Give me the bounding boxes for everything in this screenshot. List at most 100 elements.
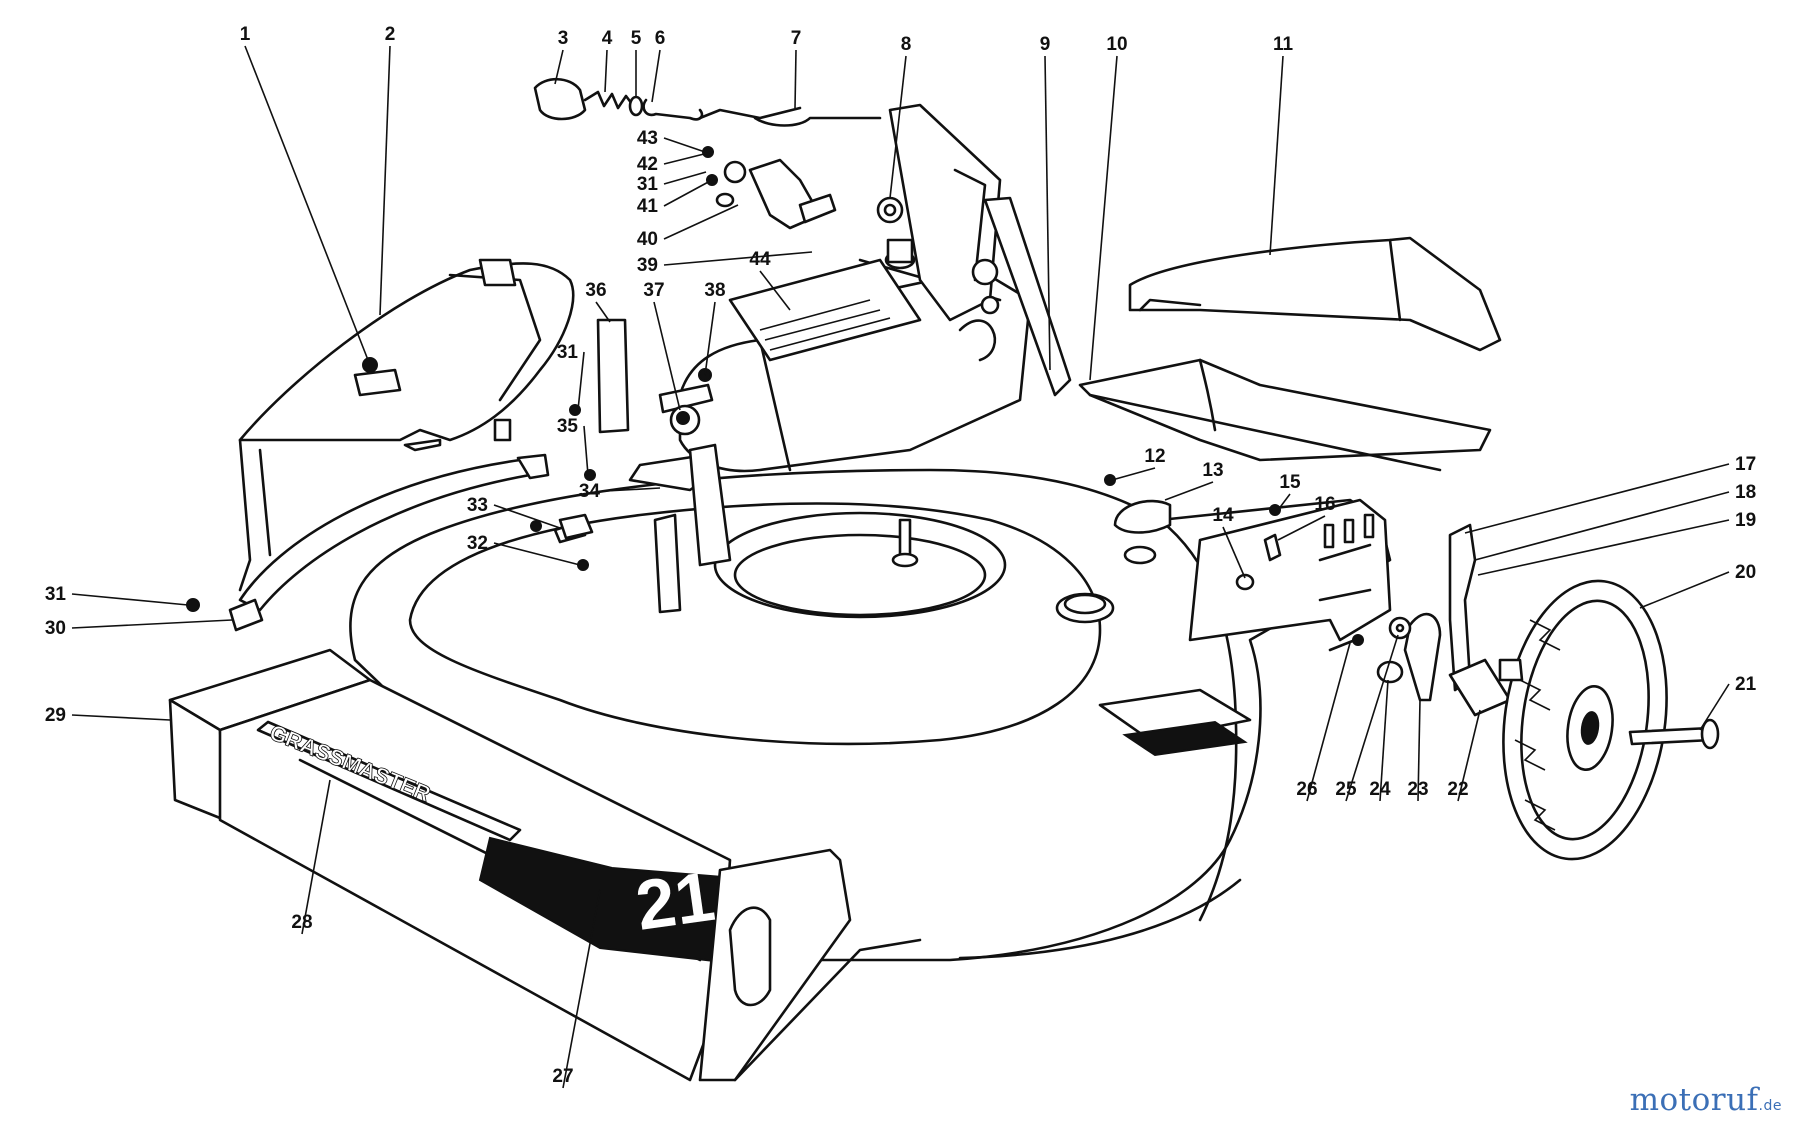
callout-4: 4 [602, 28, 613, 49]
callout-18: 18 [1735, 482, 1756, 503]
callout-24: 24 [1369, 779, 1391, 800]
callout-5: 5 [631, 28, 642, 49]
callout-41: 41 [637, 196, 659, 217]
leader-line-16 [1277, 515, 1326, 541]
leader-line-37 [653, 301, 681, 411]
callout-16: 16 [1314, 494, 1335, 515]
callout-35: 35 [557, 416, 579, 437]
leader-line-41 [663, 179, 713, 207]
rear-flap [1078, 358, 1492, 472]
leader-line-40 [663, 204, 739, 240]
leader-line-15 [1277, 493, 1291, 511]
front-wheel-bracket [698, 848, 922, 1082]
leader-line-23 [1417, 699, 1421, 802]
leader-line-11 [1269, 55, 1284, 256]
leader-line-32 [493, 542, 581, 566]
leader-line-42 [663, 151, 713, 165]
callout-33: 33 [467, 495, 488, 516]
callout-28: 28 [291, 912, 312, 933]
wheel-assembly [1328, 523, 1720, 861]
callout-44: 44 [749, 249, 771, 270]
callout-12: 12 [1144, 446, 1165, 467]
callout-31-2: 31 [557, 342, 579, 363]
leader-line-8 [889, 55, 907, 199]
leader-line-9 [1044, 55, 1051, 371]
leader-line-3 [554, 49, 564, 85]
leader-line-29 [71, 714, 171, 721]
grass-deflector [238, 258, 575, 592]
leader-line-36 [595, 301, 611, 323]
callout-27: 27 [552, 1066, 573, 1087]
callout-31-3: 31 [637, 174, 659, 195]
leader-line-14 [1222, 526, 1246, 579]
callout-11: 11 [1273, 34, 1294, 55]
decal-size-number: 21 [631, 857, 719, 945]
callout-17: 17 [1735, 454, 1756, 475]
leader-line-13 [1164, 481, 1214, 501]
callout-6: 6 [655, 28, 666, 49]
leader-line-17 [1464, 463, 1730, 534]
callout-23: 23 [1407, 779, 1428, 800]
small-parts-center [1104, 474, 1282, 591]
callout-29: 29 [45, 705, 66, 726]
callout-8: 8 [901, 34, 912, 55]
callout-19: 19 [1735, 510, 1756, 531]
rear-chute [1128, 236, 1502, 352]
leader-line-39 [663, 251, 813, 266]
callout-21: 21 [1735, 674, 1757, 695]
hinge-parts [186, 318, 732, 614]
leader-line-43 [663, 137, 706, 153]
leader-line-31-3 [663, 171, 707, 185]
callout-30: 30 [45, 618, 66, 639]
callout-31: 31 [45, 584, 67, 605]
leader-line-28 [301, 779, 331, 935]
callout-34: 34 [579, 481, 601, 502]
callout-22: 22 [1447, 779, 1468, 800]
leader-line-31 [71, 593, 189, 606]
callout-43: 43 [637, 128, 658, 149]
callout-25: 25 [1335, 779, 1357, 800]
callout-38: 38 [704, 280, 725, 301]
leader-line-33 [493, 504, 561, 529]
callout-1: 1 [240, 24, 251, 45]
handle-bracket [888, 103, 1072, 397]
throttle-parts [533, 77, 904, 230]
leader-line-34 [605, 487, 661, 492]
leader-line-18 [1474, 491, 1730, 561]
leader-line-7 [794, 49, 797, 109]
callout-42: 42 [637, 154, 658, 175]
leader-line-30 [71, 619, 233, 629]
callout-2: 2 [385, 24, 396, 45]
leader-line-2 [379, 45, 391, 316]
leader-line-31-2 [577, 351, 585, 411]
leader-line-22 [1457, 709, 1481, 802]
leader-line-10 [1089, 55, 1118, 381]
deflector-rod [228, 453, 550, 632]
leader-line-44 [759, 270, 791, 311]
engine-shroud [678, 238, 1032, 473]
callout-9: 9 [1040, 34, 1051, 55]
callout-40: 40 [637, 229, 658, 250]
leader-line-20 [1639, 571, 1730, 609]
leader-line-19 [1477, 519, 1730, 576]
leader-line-26 [1306, 642, 1351, 802]
leader-line-35 [583, 425, 589, 476]
leader-line-25 [1345, 634, 1399, 802]
callout-37: 37 [643, 280, 664, 301]
callout-26: 26 [1296, 779, 1317, 800]
callout-15: 15 [1279, 472, 1301, 493]
callout-13: 13 [1202, 460, 1223, 481]
leader-line-1 [244, 45, 369, 361]
leader-line-12 [1111, 467, 1156, 481]
callout-7: 7 [791, 28, 802, 49]
leader-line-6 [651, 49, 661, 103]
leader-line-38 [704, 301, 716, 376]
callout-39: 39 [637, 255, 658, 276]
callout-3: 3 [558, 28, 569, 49]
leader-line-24 [1379, 679, 1389, 802]
callout-32: 32 [467, 533, 488, 554]
leader-line-27 [562, 889, 601, 1089]
